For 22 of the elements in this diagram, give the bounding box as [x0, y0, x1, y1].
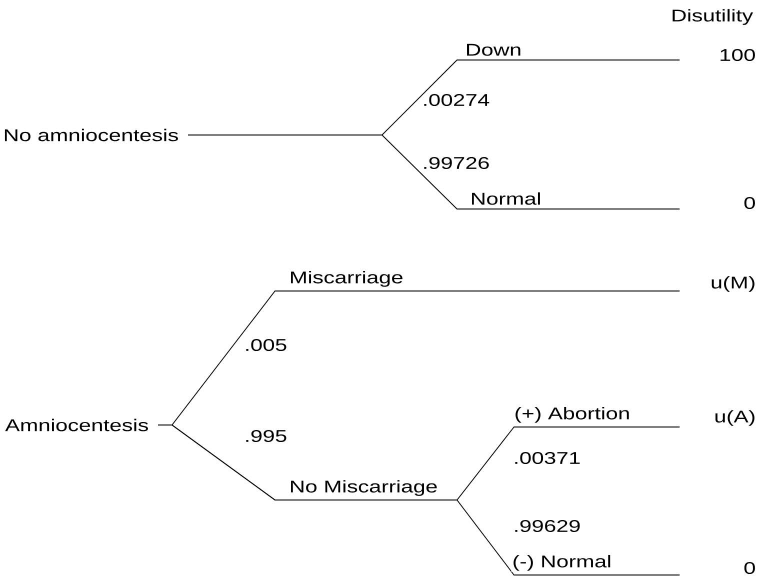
outcome-value: 0: [744, 196, 755, 210]
decision-option: No amniocentesis: [4, 128, 178, 142]
outcome-value: u(A): [716, 410, 754, 426]
probability-label: .00371: [515, 452, 580, 464]
tree-branch: [158, 424, 680, 576]
probability-label: .00274: [424, 94, 490, 106]
tree-branch: [188, 134, 680, 210]
probability-label: .99726: [424, 156, 489, 170]
branch-label: Down: [464, 42, 523, 57]
outcome-value: 100: [720, 48, 755, 62]
decision-option: Amniocentesis: [5, 418, 148, 432]
probability-label: .995: [246, 430, 286, 442]
branch-label: Miscarriage: [288, 270, 404, 288]
probability-label: .005: [246, 338, 286, 352]
branch-label: No Miscarriage: [291, 480, 437, 496]
probability-label: .99629: [515, 520, 580, 532]
branch-label: (+) Abortion: [513, 406, 632, 424]
outcome-value: 0: [744, 562, 755, 574]
column-header: Disutility: [672, 9, 754, 25]
branch-label: Normal: [469, 191, 542, 206]
outcome-value: u(M): [712, 276, 754, 292]
branch-label: (-) Normal: [511, 554, 613, 572]
